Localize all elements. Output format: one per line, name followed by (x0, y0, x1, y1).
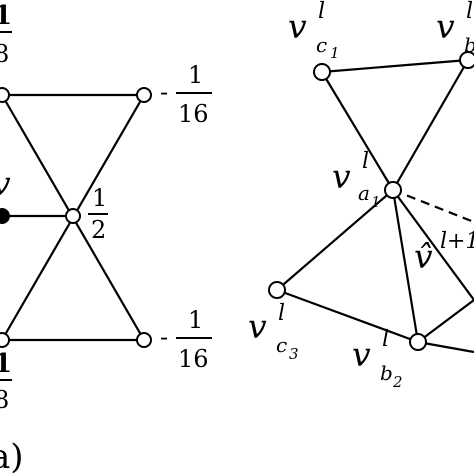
svg-text:l+1: l+1 (440, 229, 474, 254)
edge-b2-to-right (417, 299, 474, 343)
svg-text:b: b (380, 361, 393, 385)
svg-text:v: v (332, 157, 351, 196)
label-v-hat-l-plus-1: v̂ l+1 (414, 229, 474, 276)
weight-bottom-right-denominator: 16 (178, 345, 209, 373)
weight-top-numerator: 1 (0, 1, 12, 31)
vertex-top-right (136, 87, 152, 103)
svg-text:l: l (278, 301, 285, 326)
weight-top-right-denominator: 16 (178, 100, 209, 128)
label-v-a1: v l a 1 (332, 149, 381, 211)
svg-text:v̂: v̂ (414, 237, 433, 276)
label-v-b2: v l b 2 (352, 327, 403, 391)
edge-c3-to-b2 (276, 288, 419, 344)
weight-center-denominator: 2 (91, 216, 106, 244)
vertex-top-left (0, 87, 10, 103)
weight-top-denominator: 8 (0, 40, 9, 68)
svg-text:l: l (362, 149, 369, 174)
svg-text:3: 3 (289, 345, 299, 363)
svg-text:c: c (276, 333, 287, 357)
weight-bottom-right-numerator: 1 (188, 306, 203, 334)
svg-text:v: v (248, 307, 267, 346)
svg-text:l: l (318, 0, 325, 24)
edge-b2-to-far-right (417, 340, 474, 354)
svg-text:1: 1 (371, 193, 381, 211)
edge-c1-to-a1 (321, 71, 394, 191)
vertex-solid-v (0, 208, 10, 224)
vertex-bottom-left (0, 332, 10, 348)
svg-text:a: a (358, 181, 370, 205)
label-v-c1: v l c 1 (288, 0, 340, 62)
edge-a1-to-c3 (276, 189, 394, 291)
edge-a1-to-right (392, 189, 474, 301)
caption-a: a) (0, 437, 24, 474)
label-v-c3: v l c 3 (248, 301, 299, 363)
svg-text:v: v (352, 335, 371, 374)
weight-bottom-numerator: 1 (0, 349, 12, 379)
label-v-b1: v l b (436, 0, 474, 57)
vertex-a1 (384, 181, 402, 199)
weight-top-right-numerator: 1 (188, 61, 203, 89)
svg-text:b: b (464, 33, 474, 57)
minus-sign-bottom: - (160, 323, 168, 351)
right-mesh-edges (276, 58, 474, 354)
vertex-c1 (313, 63, 331, 81)
minus-sign-top: - (160, 78, 168, 106)
svg-text:l: l (382, 327, 389, 352)
svg-text:l: l (466, 0, 473, 24)
weight-center-numerator: 1 (92, 184, 107, 212)
svg-text:1: 1 (330, 44, 340, 62)
vertex-c3 (268, 281, 286, 299)
svg-text:c: c (316, 33, 327, 57)
vertex-bottom-right (136, 332, 152, 348)
svg-text:v: v (436, 7, 455, 46)
weight-bottom-denominator: 8 (0, 386, 9, 414)
vertex-label-v: v (0, 164, 11, 203)
svg-text:2: 2 (392, 373, 403, 391)
edge-a1-to-b2 (391, 189, 420, 343)
vertex-b1 (459, 51, 474, 69)
svg-text:v: v (288, 7, 307, 46)
edge-c1-to-b1 (321, 58, 469, 74)
vertex-b2 (409, 333, 427, 351)
vertex-center-midpoint (65, 208, 81, 224)
edge-b1-to-a1 (392, 59, 469, 191)
